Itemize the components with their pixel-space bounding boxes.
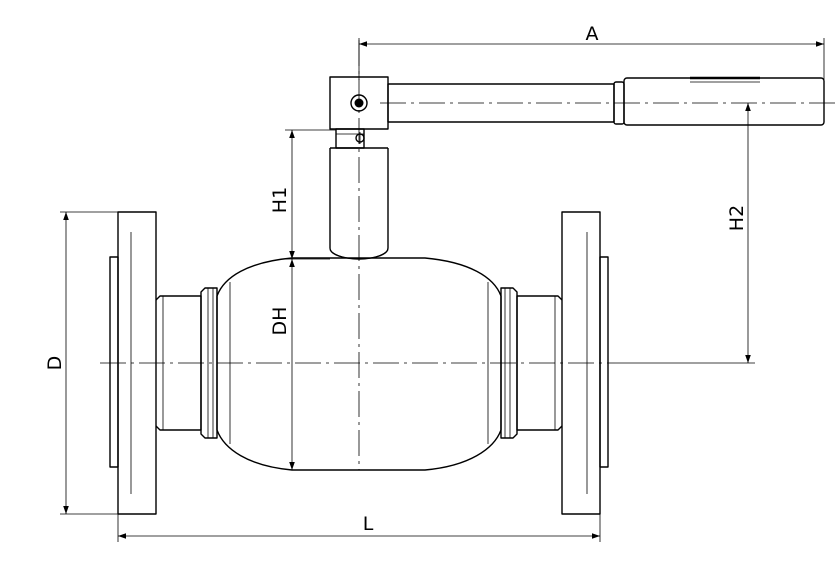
dim-label-l: L: [363, 513, 374, 535]
centerlines: [100, 40, 835, 470]
ball-body: [216, 257, 502, 471]
dim-label-dh: DH: [269, 307, 291, 336]
dim-label-h2: H2: [726, 205, 748, 231]
dimension-lines: [60, 38, 825, 542]
dim-label-h1: H1: [269, 187, 291, 213]
dim-label-a: A: [586, 23, 599, 45]
dim-label-d: D: [44, 356, 66, 371]
stem-fitting: [335, 128, 365, 149]
